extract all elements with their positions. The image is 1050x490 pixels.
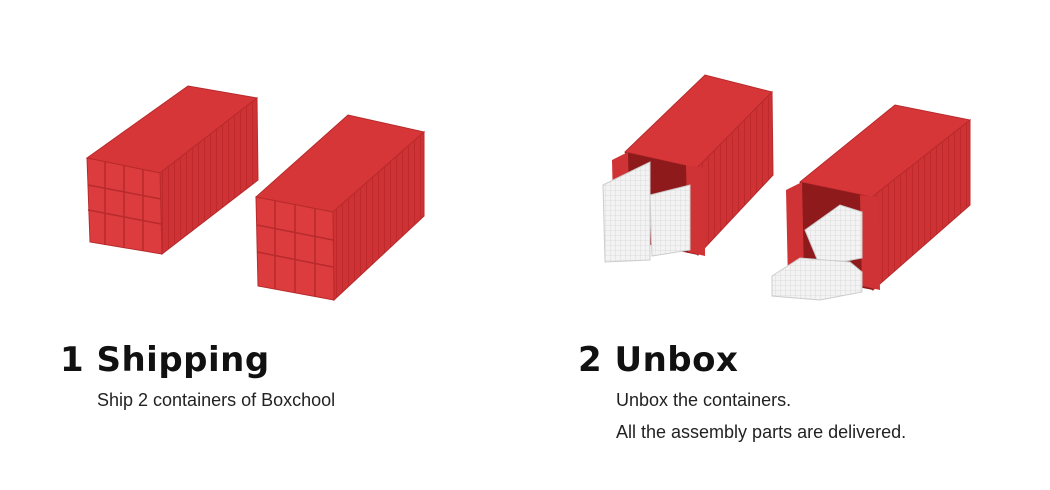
step-1-description: Ship 2 containers of Boxchool [97,384,335,416]
step-1-title: 1 Shipping [60,340,270,380]
shipping-container-1 [85,85,259,255]
step-2-title: 2 Unbox [578,340,739,380]
open-container-1 [602,74,774,263]
open-container-2 [771,104,972,301]
step-1-line: Ship 2 containers of Boxchool [97,390,336,410]
shipping-container-2 [254,114,426,302]
step-2-line: All the assembly parts are delivered. [616,422,907,442]
step-2-line: Unbox the containers. [616,390,792,410]
step-2-description: Unbox the containers. All the assembly p… [616,384,906,448]
